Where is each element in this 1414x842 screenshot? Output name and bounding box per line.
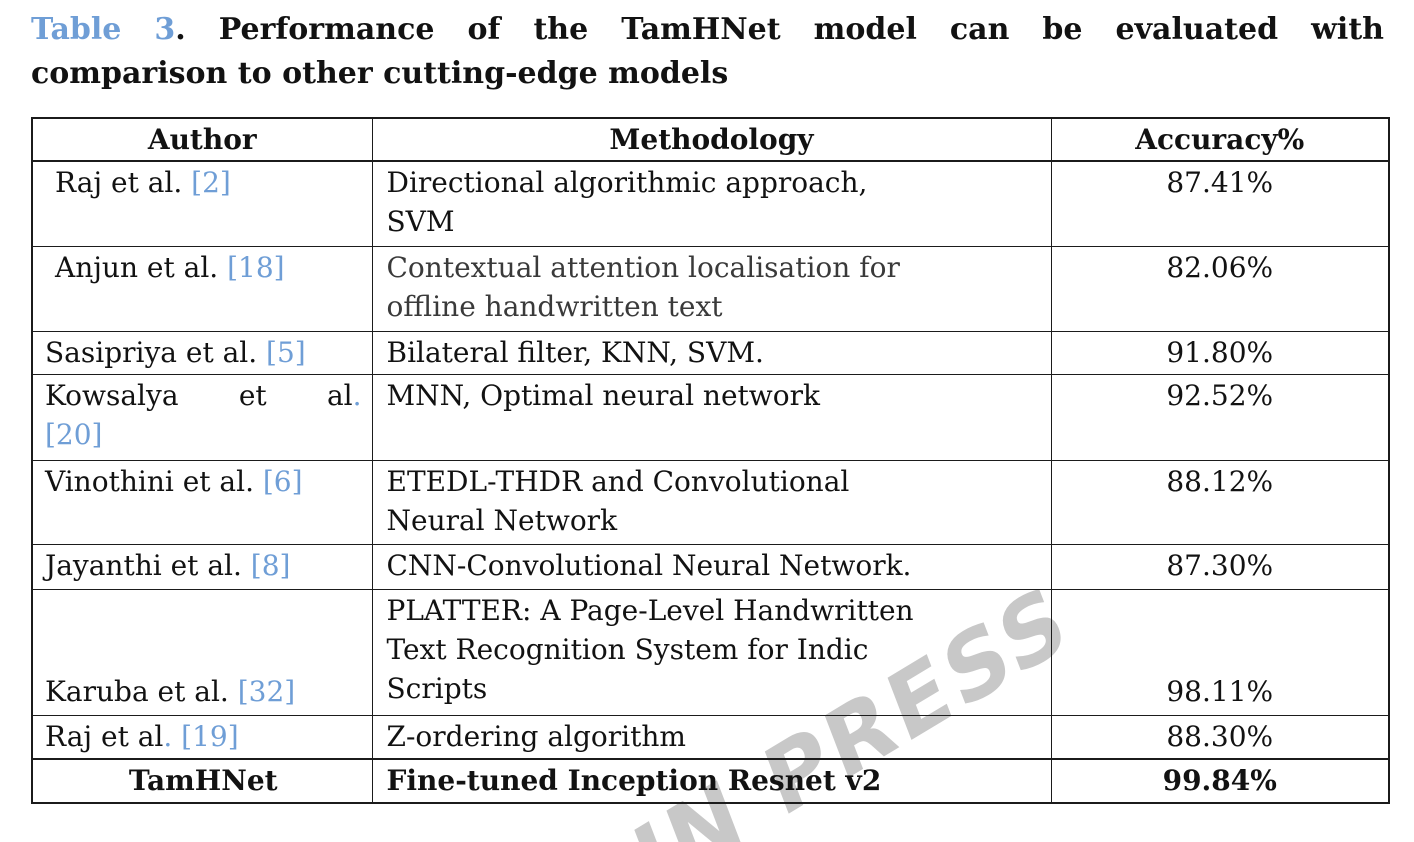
- methodology-cell: Z-ordering algorithm: [371, 714, 1052, 759]
- methodology-cell: Bilateral filter, KNN, SVM.: [371, 330, 1052, 375]
- author-cell: Raj et al. [19]: [31, 714, 373, 759]
- accuracy-cell: 87.30%: [1050, 543, 1390, 590]
- author-cell: Kowsalya et al. [20]: [31, 373, 373, 461]
- citation-link[interactable]: .: [352, 378, 362, 412]
- citation-link[interactable]: [6]: [253, 464, 303, 498]
- methodology-cell: CNN-Convolutional Neural Network.: [371, 543, 1052, 590]
- methodology-text: MNN, Optimal neural network: [386, 378, 820, 412]
- accuracy-cell: 91.80%: [1050, 330, 1390, 375]
- table-row: Jayanthi et al. [8] CNN-Convolutional Ne…: [31, 543, 1390, 590]
- column-header-accuracy: Accuracy%: [1050, 117, 1390, 162]
- column-header-methodology: Methodology: [371, 117, 1052, 162]
- methodology-text: Z-ordering algorithm: [386, 719, 686, 753]
- methodology-text: Contextual attention localisation for: [386, 250, 900, 284]
- accuracy-cell: 88.30%: [1050, 714, 1390, 759]
- author-name: Karuba et al.: [45, 674, 229, 708]
- caption-line-2: comparison to other cutting-edge models: [31, 56, 729, 91]
- header-row: Author Methodology Accuracy%: [31, 117, 1390, 162]
- author-name: Raj et al: [45, 719, 164, 753]
- accuracy-cell: 88.12%: [1050, 459, 1390, 545]
- citation-link[interactable]: . [19]: [163, 719, 239, 753]
- accuracy-cell: 92.52%: [1050, 373, 1390, 461]
- author-cell: Sasipriya et al. [5]: [31, 330, 373, 375]
- citation-link[interactable]: [2]: [182, 166, 231, 199]
- author-cell: Vinothini et al. [6]: [31, 459, 373, 545]
- author-name: Vinothini et al.: [45, 464, 254, 498]
- methodology-text: SVM: [386, 205, 455, 238]
- caption-line-1: Table 3. Performance of the TamHNet mode…: [31, 8, 1384, 52]
- column-header-author: Author: [31, 117, 373, 162]
- citation-link[interactable]: [5]: [257, 335, 306, 369]
- table-row: Raj et al. [19] Z-ordering algorithm 88.…: [31, 714, 1390, 759]
- methodology-text: Neural Network: [386, 503, 618, 537]
- citation-link[interactable]: [18]: [218, 250, 285, 284]
- table-row: Anjun et al. [18] Contextual attention l…: [31, 245, 1390, 332]
- author-name: Kowsalya et al: [45, 378, 353, 412]
- author-cell: Karuba et al. [32]: [31, 588, 373, 716]
- citation-link[interactable]: [32]: [228, 674, 296, 708]
- table-row: Raj et al. [2] Directional algorithmic a…: [31, 160, 1390, 247]
- table-row: Vinothini et al. [6] ETEDL-THDR and Conv…: [31, 459, 1390, 545]
- methodology-text: Text Recognition System for Indic: [386, 632, 869, 666]
- accuracy-cell: 99.84%: [1050, 757, 1390, 803]
- table-row: Karuba et al. [32] PLATTER: A Page-Level…: [31, 588, 1390, 716]
- citation-link[interactable]: [20]: [45, 417, 103, 451]
- caption-table-label: Table 3: [31, 12, 176, 47]
- author-name: Jayanthi et al.: [45, 548, 242, 582]
- methodology-text: CNN-Convolutional Neural Network.: [386, 548, 912, 582]
- table-caption: Table 3. Performance of the TamHNet mode…: [31, 8, 1384, 96]
- author-cell: Jayanthi et al. [8]: [31, 543, 373, 590]
- author-line: Kowsalya et al.: [45, 376, 362, 415]
- methodology-cell: PLATTER: A Page-Level Handwritten Text R…: [371, 588, 1052, 716]
- performance-comparison-table: Author Methodology Accuracy% Raj et al. …: [31, 117, 1390, 804]
- author-cell: Anjun et al. [18]: [31, 245, 373, 332]
- author-cell: TamHNet: [31, 757, 373, 803]
- methodology-text: PLATTER: A Page-Level Handwritten: [386, 593, 914, 627]
- caption-text: . Performance of the TamHNet model can b…: [175, 12, 1384, 47]
- author-name: Raj et al.: [55, 166, 183, 199]
- methodology-text: Directional algorithmic approach,: [386, 166, 868, 199]
- methodology-cell: ETEDL-THDR and Convolutional Neural Netw…: [371, 459, 1052, 545]
- author-cell: Raj et al. [2]: [31, 160, 373, 247]
- table-row: Kowsalya et al. [20] MNN, Optimal neural…: [31, 373, 1390, 461]
- accuracy-cell: 98.11%: [1050, 588, 1390, 716]
- methodology-text: ETEDL-THDR and Convolutional: [386, 464, 850, 498]
- accuracy-cell: 87.41%: [1050, 160, 1390, 247]
- author-name: Sasipriya et al.: [45, 335, 258, 369]
- methodology-cell: Fine-tuned Inception Resnet v2: [371, 757, 1052, 803]
- methodology-cell: Contextual attention localisation for of…: [371, 245, 1052, 332]
- methodology-text: Scripts: [386, 671, 488, 705]
- citation-link[interactable]: [8]: [241, 548, 291, 582]
- methodology-text: offline handwritten text: [386, 289, 723, 323]
- table-row: Sasipriya et al. [5] Bilateral filter, K…: [31, 330, 1390, 375]
- table-row-highlight: TamHNet Fine-tuned Inception Resnet v2 9…: [31, 757, 1390, 803]
- methodology-text: Fine-tuned Inception Resnet v2: [386, 763, 882, 797]
- author-name: Anjun et al.: [55, 250, 219, 284]
- methodology-text: Bilateral filter, KNN, SVM.: [386, 335, 764, 369]
- methodology-cell: Directional algorithmic approach, SVM: [371, 160, 1052, 247]
- methodology-cell: MNN, Optimal neural network: [371, 373, 1052, 461]
- accuracy-cell: 82.06%: [1050, 245, 1390, 332]
